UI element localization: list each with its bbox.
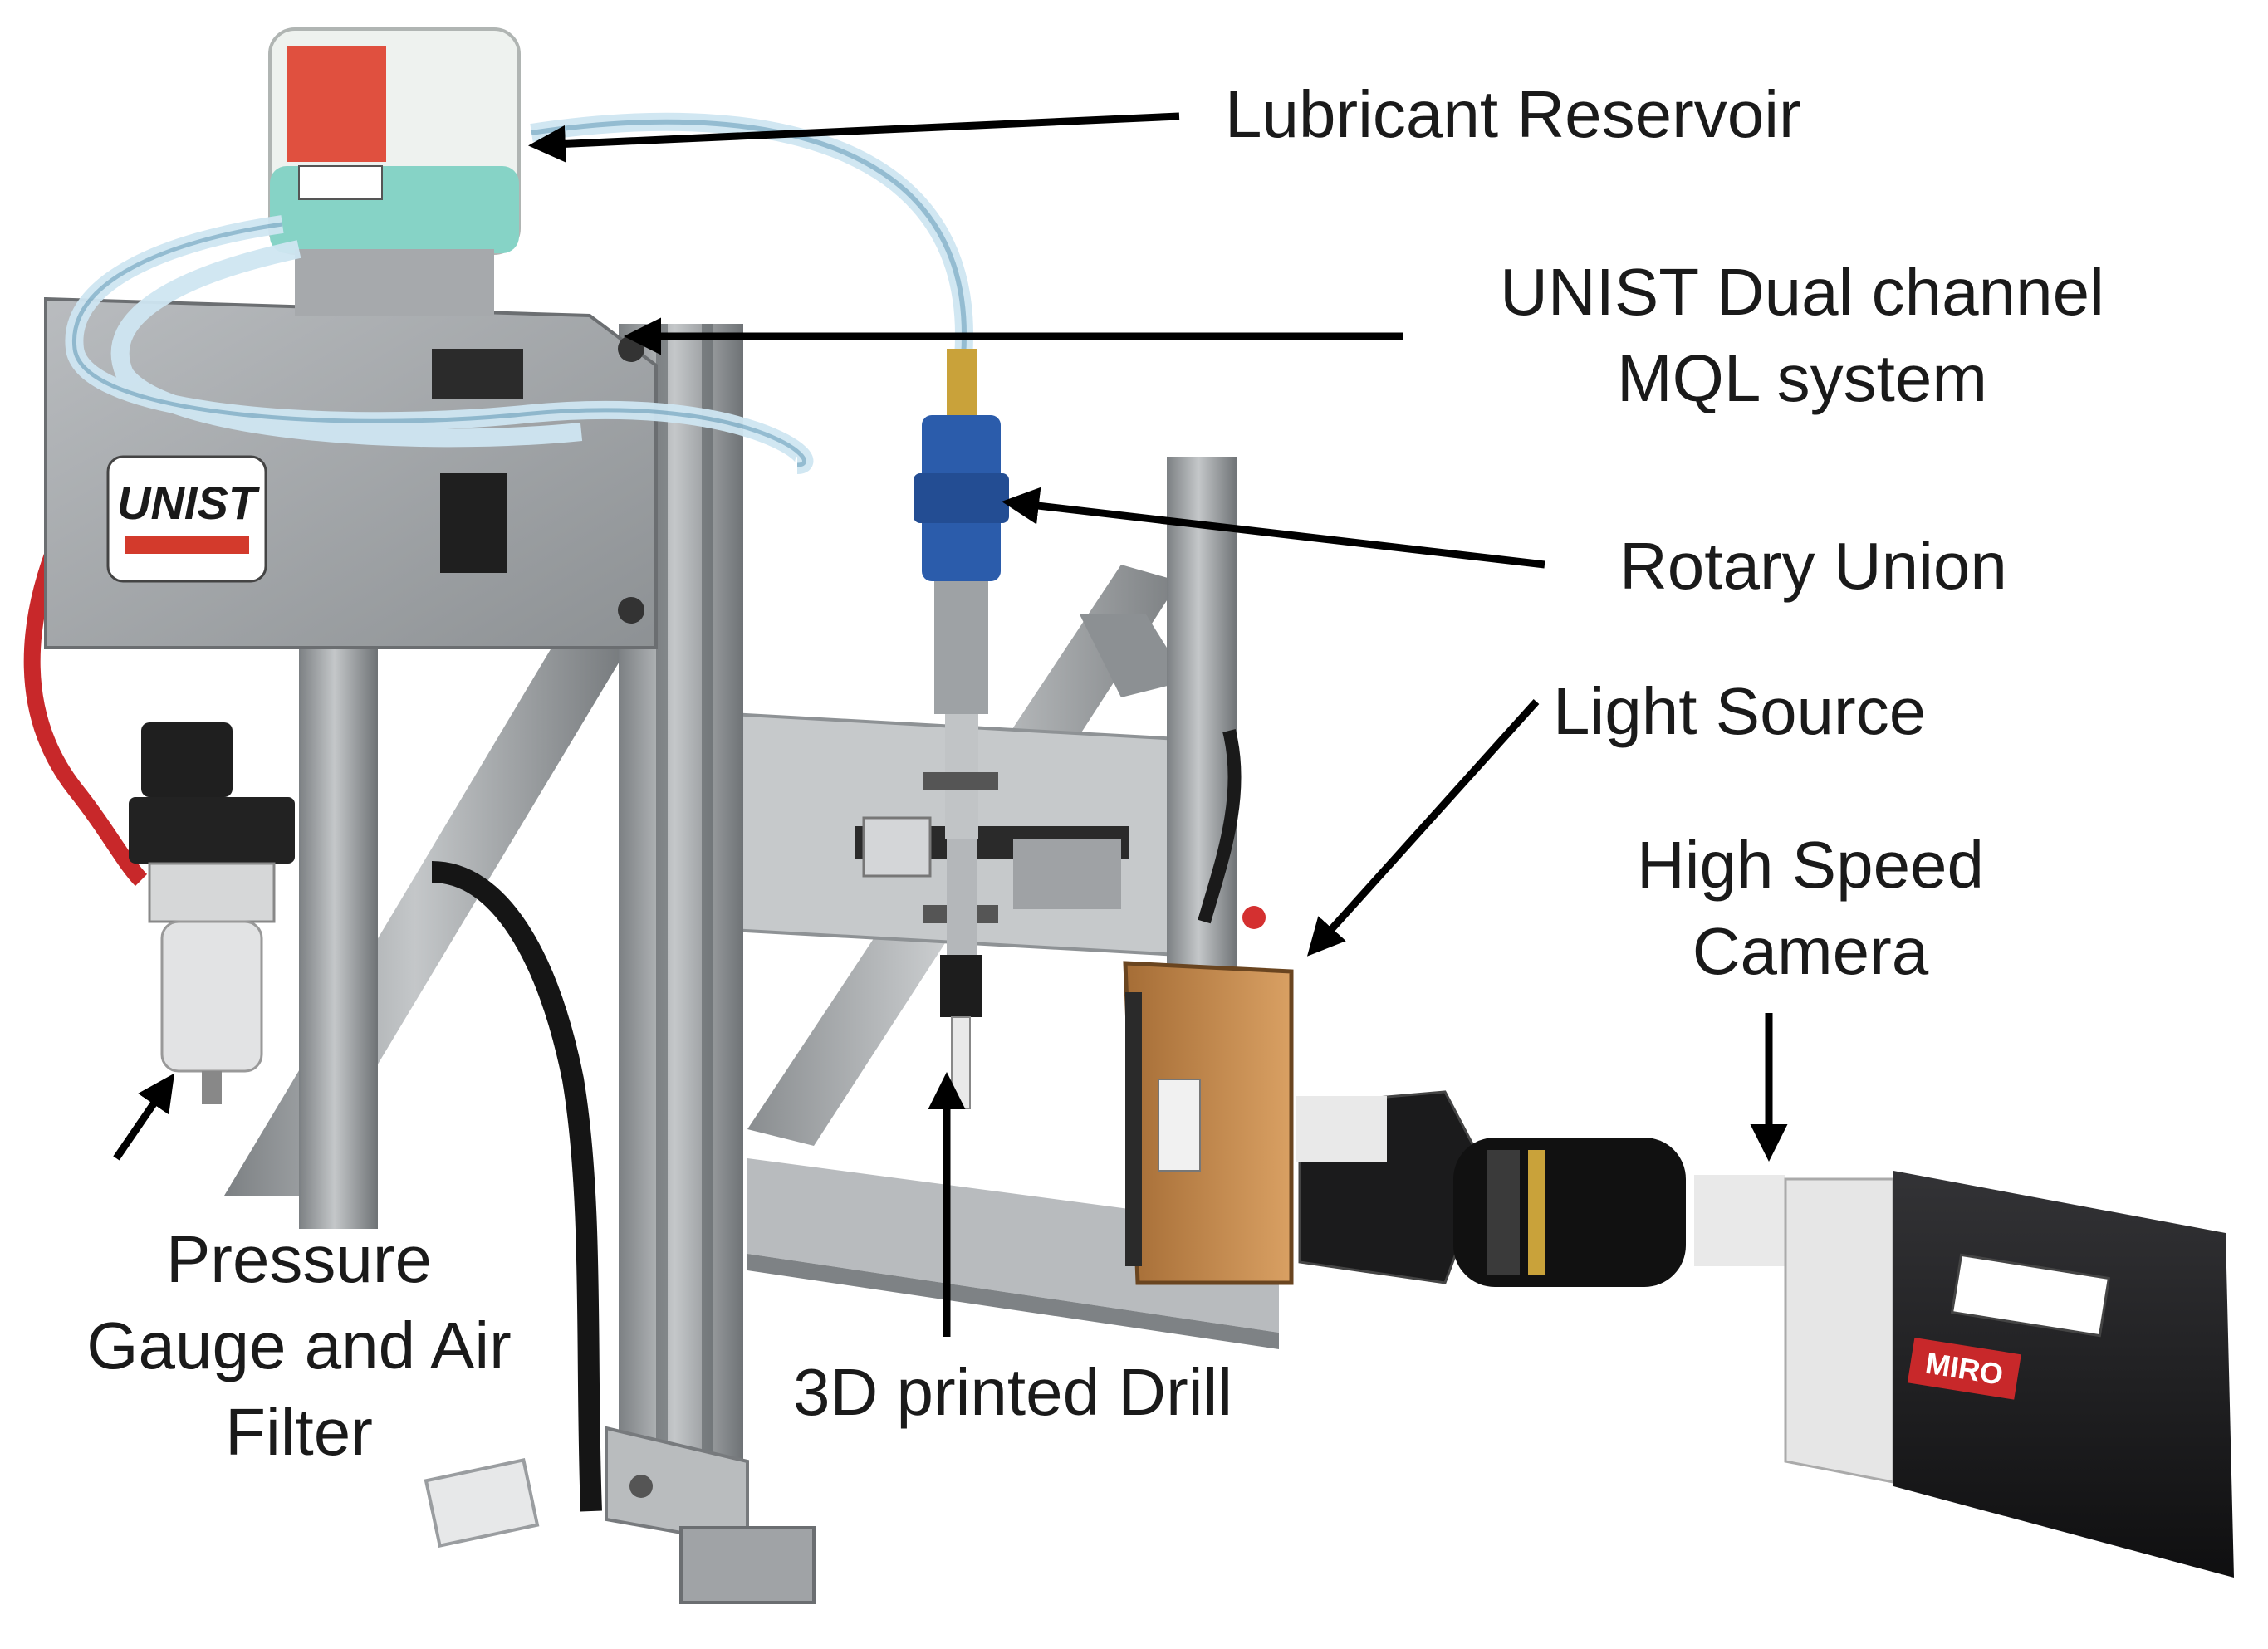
miro-badge: MIRO xyxy=(1907,1337,2021,1400)
pressure-gauge-filter xyxy=(129,722,295,1104)
base-frame xyxy=(424,1158,1279,1548)
label-pressure-gauge-filter: Pressure Gauge and Air Filter xyxy=(86,1222,512,1469)
arrow-light-source xyxy=(1306,698,1540,957)
label-lubricant-reservoir: Lubricant Reservoir xyxy=(1225,77,1801,151)
rear-post-left xyxy=(299,648,378,1229)
spindle-assembly xyxy=(914,349,1009,1109)
label-light-source: Light Source xyxy=(1553,674,1927,748)
clear-tubing xyxy=(65,112,974,474)
light-source xyxy=(1123,961,1294,1285)
black-cable xyxy=(431,861,602,1512)
lubricant-reservoir xyxy=(268,27,521,316)
arrow-rotary-union xyxy=(1002,487,1545,569)
unist-badge-text: UNIST xyxy=(117,477,261,529)
high-speed-camera: MIRO xyxy=(1296,1090,2234,1578)
main-post xyxy=(605,324,816,1604)
arrow-pressure-filter xyxy=(113,1073,175,1161)
callout-arrows xyxy=(113,112,1788,1337)
label-high-speed-camera: High Speed Camera xyxy=(1636,828,1985,988)
unist-badge: UNIST xyxy=(106,455,267,583)
mql-unit-box: UNIST xyxy=(44,296,658,649)
label-mql-system: UNIST Dual channel MQL system xyxy=(1500,255,2104,415)
arrow-lubricant-reservoir xyxy=(528,112,1180,163)
label-3d-printed-drill: 3D printed Drill xyxy=(793,1355,1233,1429)
label-rotary-union: Rotary Union xyxy=(1619,529,2007,603)
red-air-hose xyxy=(23,536,148,887)
